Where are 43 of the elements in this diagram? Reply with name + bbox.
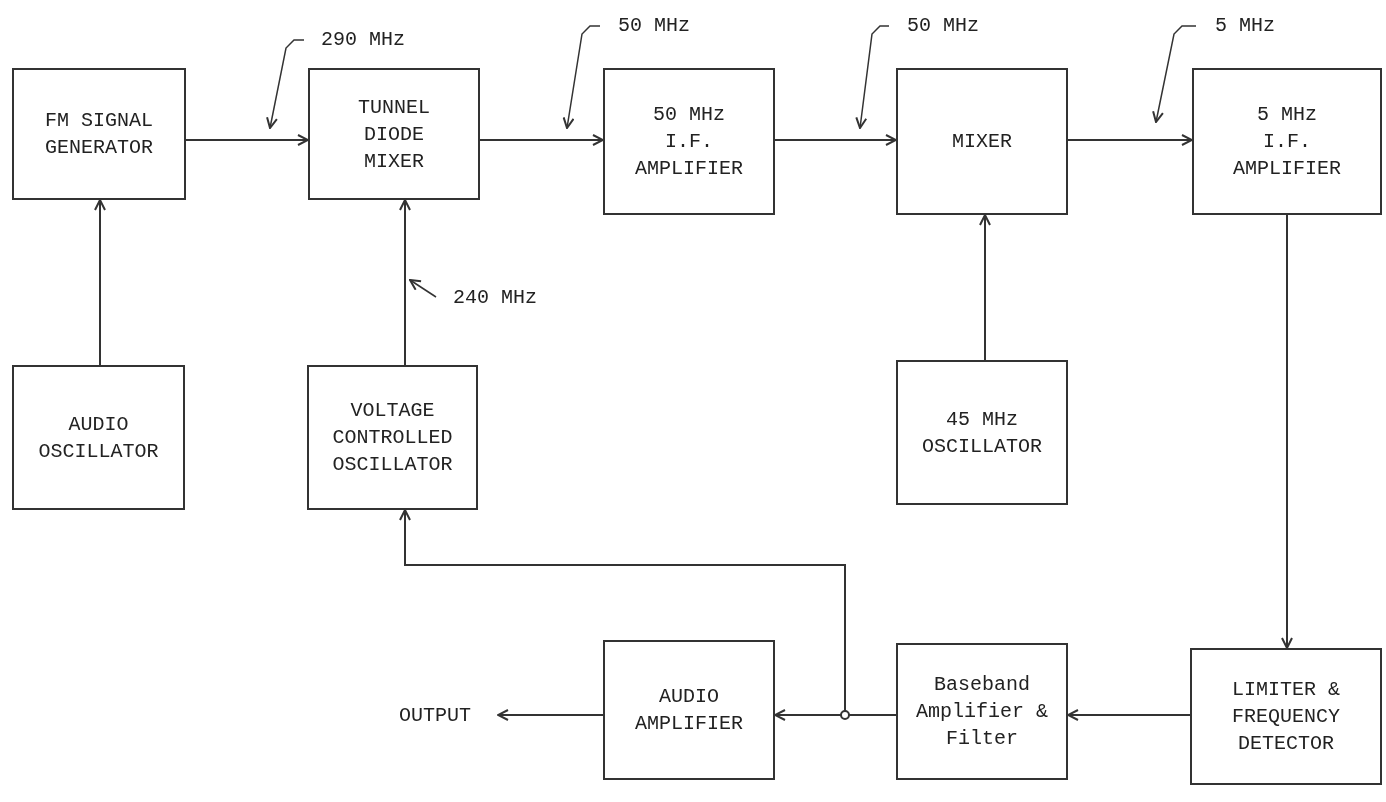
leader-line [409,279,437,298]
block-box [896,360,1068,505]
arrow [1067,134,1193,146]
arrow [1067,709,1191,721]
arrow [979,214,991,361]
block-label: 50 MHz I.F. AMPLIFIER [634,102,744,182]
arrow [774,134,897,146]
block-label: 5 MHz I.F. AMPLIFIER [1232,102,1342,182]
signal-label: 50 MHz [617,12,691,39]
block-box [308,68,480,200]
block-box [12,365,185,510]
arrow [94,199,106,366]
leader-line [855,25,890,129]
block-label: AUDIO OSCILLATOR [37,411,160,465]
signal-label: 240 MHz [452,284,538,311]
block-label: LIMITER & FREQUENCY DETECTOR [1231,677,1341,757]
arrow [399,199,411,366]
block-label: MIXER [951,129,1013,155]
block-label: FM SIGNAL GENERATOR [44,108,154,161]
block-label: AUDIO AMPLIFIER [634,684,744,737]
block-box [896,643,1068,780]
block-label: VOLTAGE CONTROLLED OSCILLATOR [331,398,454,478]
leader-line [562,25,601,129]
arrow [1281,214,1293,649]
leader-line [266,39,305,129]
signal-label: 50 MHz [906,12,980,39]
arrow [185,134,309,146]
block-box [603,68,775,215]
block-box [307,365,478,510]
block-box [603,640,775,780]
block-box [896,68,1068,215]
block-label: 45 MHz OSCILLATOR [922,406,1042,460]
block-label: Baseband Amplifier & Filter [915,672,1049,752]
arrow [479,134,604,146]
leader-line [1152,25,1197,123]
block-label: TUNNEL DIODE MIXER [357,94,431,175]
block-box [1192,68,1382,215]
block-box [1190,648,1382,785]
signal-label: OUTPUT [398,702,472,729]
signal-label: 290 MHz [320,26,406,53]
block-box [12,68,186,200]
arrow [497,709,604,721]
signal-label: 5 MHz [1214,12,1276,39]
